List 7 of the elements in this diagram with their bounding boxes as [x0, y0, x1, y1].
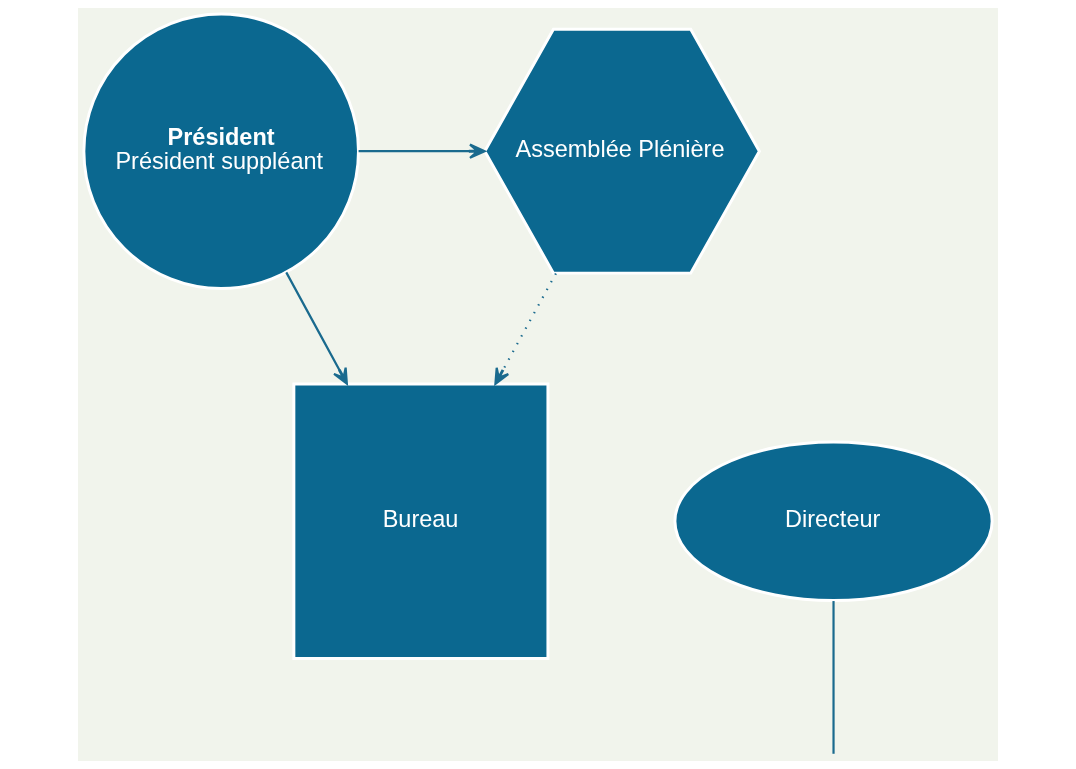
- arrow: [494, 272, 557, 385]
- arrow: [358, 143, 486, 159]
- node-box: Bureau: [292, 382, 550, 661]
- arrow: [285, 271, 348, 385]
- node-ellipse: Directeur: [673, 440, 994, 603]
- node-circle: Président Président suppléant: [82, 12, 360, 290]
- connector: [832, 601, 835, 754]
